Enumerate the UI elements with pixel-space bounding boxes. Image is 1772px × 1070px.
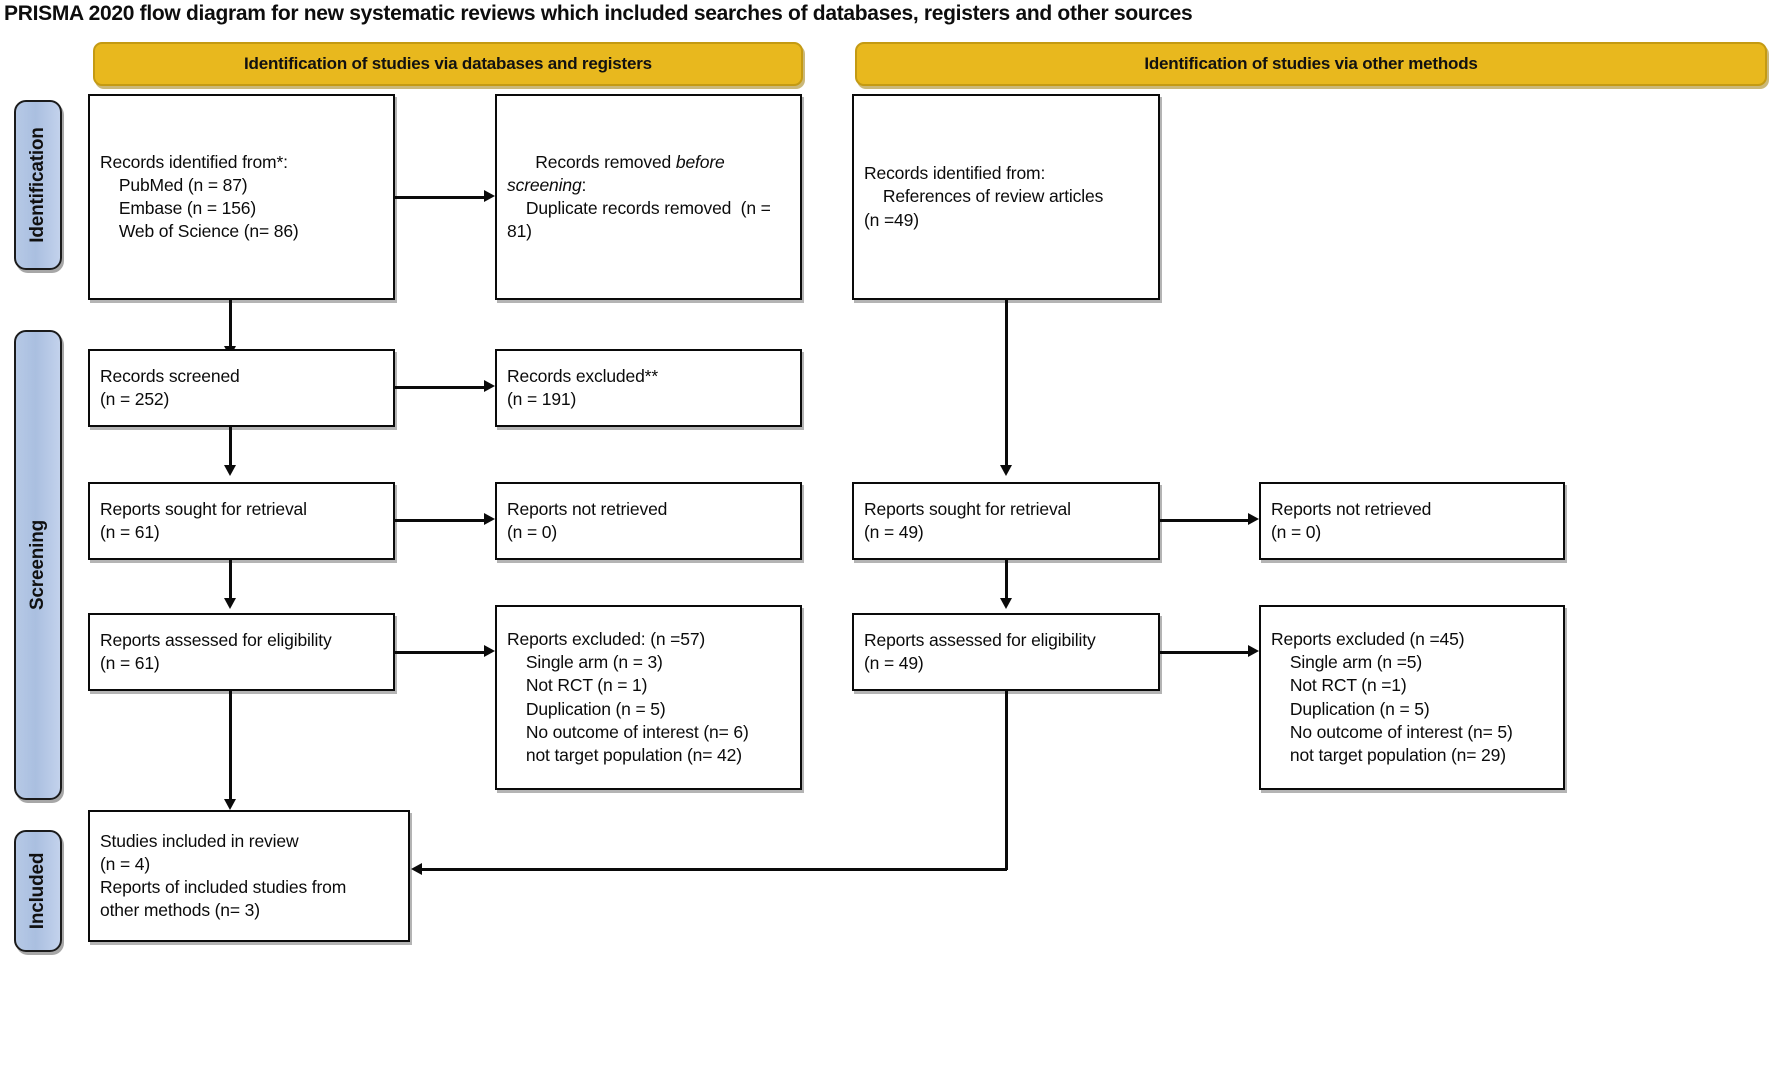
box-reports-assessed-right: Reports assessed for eligibility (n = 49…: [852, 613, 1160, 691]
box-records-removed-head: Records removed: [535, 151, 676, 172]
connector-screened-to-sought: [229, 427, 232, 465]
box-records-excluded: Records excluded** (n = 191): [495, 349, 802, 427]
arrowhead-right-to-included: [411, 863, 422, 875]
banner-databases-registers-label: Identification of studies via databases …: [244, 54, 652, 73]
box-records-identified-other-text: Records identified from: References of r…: [864, 163, 1104, 230]
box-studies-included: Studies included in review (n = 4) Repor…: [88, 810, 410, 942]
connector-identified-to-removed: [395, 196, 484, 199]
connector-identified-other-to-sought-right: [1005, 300, 1008, 465]
box-records-removed-head-italic: before screening: [507, 151, 730, 195]
arrowhead-screened-to-sought: [224, 465, 236, 476]
connector-right-to-included-horizontal: [422, 868, 1007, 871]
arrowhead-identified-other-to-sought-right: [1000, 465, 1012, 476]
arrowhead-sought-to-notretrieved-left: [484, 513, 495, 525]
box-reports-not-retrieved-right-text: Reports not retrieved (n = 0): [1271, 498, 1432, 542]
connector-assessed-to-excluded-left: [395, 651, 484, 654]
banner-other-methods: Identification of studies via other meth…: [855, 42, 1767, 86]
box-records-screened-text: Records screened (n = 252): [100, 365, 240, 409]
stage-label-included: Included: [27, 852, 48, 930]
connector-sought-to-notretrieved-right: [1160, 519, 1248, 522]
box-records-screened: Records screened (n = 252): [88, 349, 395, 427]
box-studies-included-text: Studies included in review (n = 4) Repor…: [100, 830, 347, 921]
box-reports-excluded-right-text: Reports excluded (n =45) Single arm (n =…: [1271, 629, 1513, 765]
stage-bar-identification: Identification: [14, 100, 62, 270]
box-records-excluded-text: Records excluded** (n = 191): [507, 365, 658, 409]
stage-label-screening: Screening: [27, 519, 48, 611]
box-reports-excluded-right: Reports excluded (n =45) Single arm (n =…: [1259, 605, 1565, 790]
box-reports-not-retrieved-left: Reports not retrieved (n = 0): [495, 482, 802, 560]
box-reports-excluded-left-text: Reports excluded: (n =57) Single arm (n …: [507, 629, 749, 765]
connector-assessed-to-included: [229, 691, 232, 799]
arrowhead-assessed-to-included: [224, 799, 236, 810]
stage-label-identification: Identification: [27, 127, 48, 243]
box-records-identified-other: Records identified from: References of r…: [852, 94, 1160, 300]
box-reports-sought-left: Reports sought for retrieval (n = 61): [88, 482, 395, 560]
arrowhead-assessed-to-excluded-left: [484, 645, 495, 657]
arrowhead-sought-to-notretrieved-right: [1248, 513, 1259, 525]
box-records-removed-colon: :: [581, 174, 587, 195]
arrowhead-sought-to-assessed-right: [1000, 598, 1012, 609]
stage-bar-screening: Screening: [14, 330, 62, 800]
box-records-identified-text: Records identified from*: PubMed (n = 87…: [100, 151, 299, 242]
stage-bar-included: Included: [14, 830, 62, 952]
connector-identified-to-screened: [229, 300, 232, 346]
arrowhead-identified-to-removed: [484, 190, 495, 202]
box-reports-assessed-left-text: Reports assessed for eligibility (n = 61…: [100, 629, 332, 673]
box-records-removed: Records removed before screening: Duplic…: [495, 94, 802, 300]
box-reports-not-retrieved-right: Reports not retrieved (n = 0): [1259, 482, 1565, 560]
box-reports-assessed-left: Reports assessed for eligibility (n = 61…: [88, 613, 395, 691]
box-reports-sought-right: Reports sought for retrieval (n = 49): [852, 482, 1160, 560]
page-title: PRISMA 2020 flow diagram for new systema…: [4, 2, 1193, 25]
box-reports-sought-left-text: Reports sought for retrieval (n = 61): [100, 498, 307, 542]
box-records-identified: Records identified from*: PubMed (n = 87…: [88, 94, 395, 300]
box-reports-assessed-right-text: Reports assessed for eligibility (n = 49…: [864, 629, 1096, 673]
banner-databases-registers: Identification of studies via databases …: [93, 42, 803, 86]
box-reports-excluded-left: Reports excluded: (n =57) Single arm (n …: [495, 605, 802, 790]
connector-screened-to-excluded: [395, 386, 484, 389]
arrowhead-screened-to-excluded: [484, 380, 495, 392]
box-reports-sought-right-text: Reports sought for retrieval (n = 49): [864, 498, 1071, 542]
banner-other-methods-label: Identification of studies via other meth…: [1144, 54, 1478, 73]
connector-assessed-to-excluded-right: [1160, 651, 1248, 654]
connector-sought-to-notretrieved-left: [395, 519, 484, 522]
box-reports-not-retrieved-left-text: Reports not retrieved (n = 0): [507, 498, 668, 542]
box-records-removed-body: Duplicate records removed (n = 81): [507, 198, 771, 242]
connector-sought-to-assessed-left: [229, 560, 232, 598]
connector-sought-to-assessed-right: [1005, 560, 1008, 598]
connector-right-to-included-vertical: [1005, 691, 1008, 870]
arrowhead-assessed-to-excluded-right: [1248, 645, 1259, 657]
arrowhead-sought-to-assessed-left: [224, 598, 236, 609]
